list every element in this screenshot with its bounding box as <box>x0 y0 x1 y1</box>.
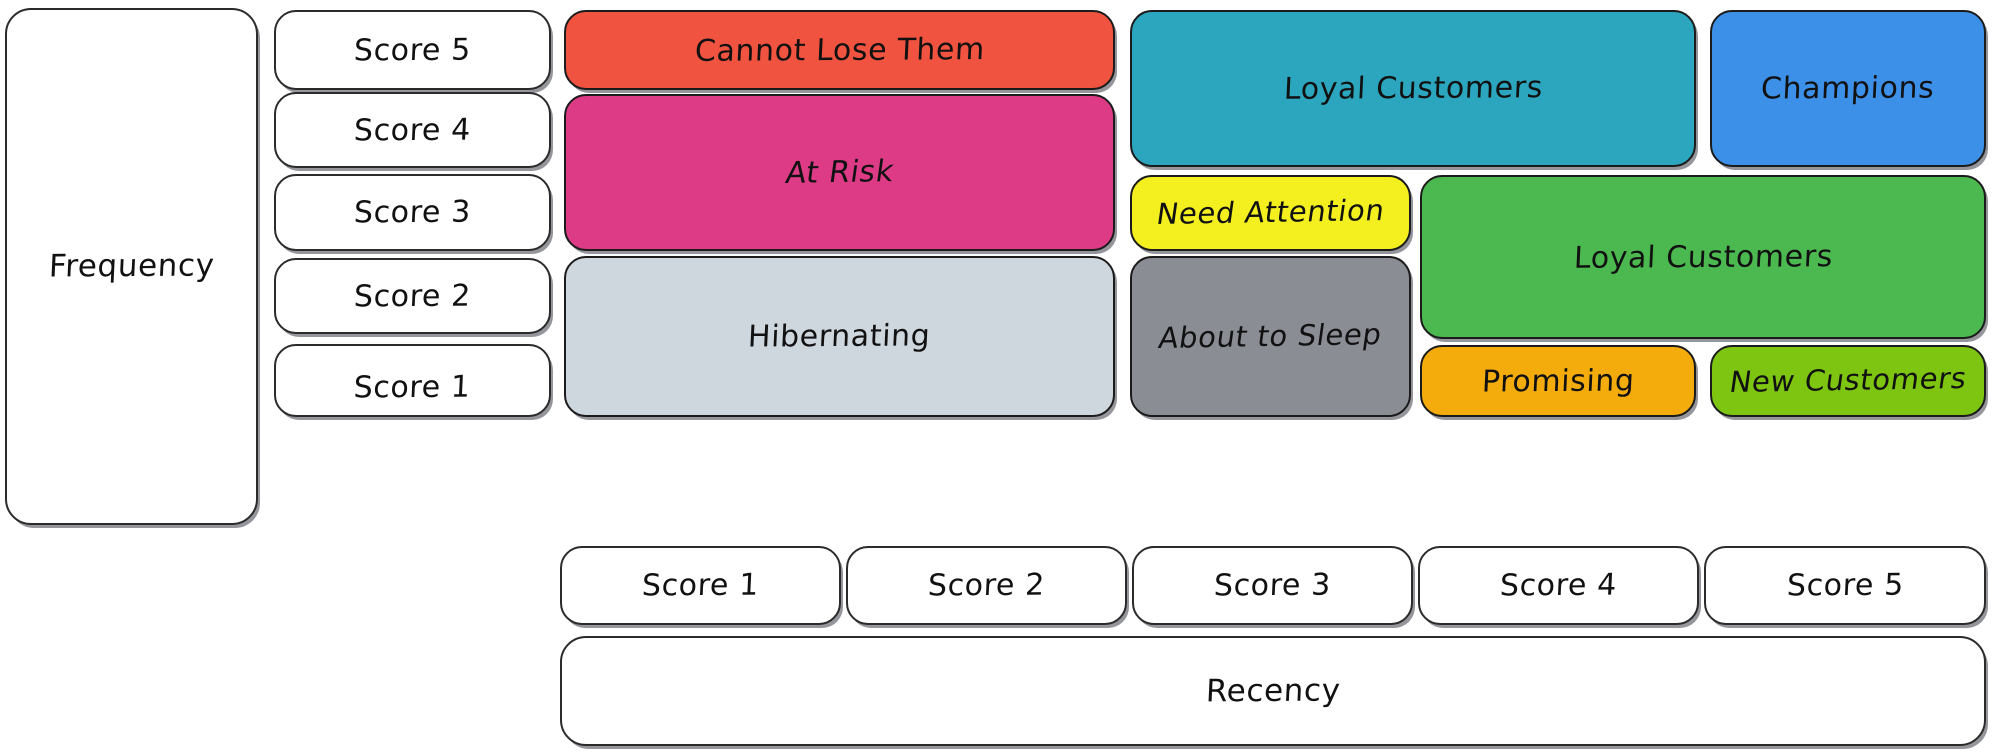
segment-need-attention-label: Need Attention <box>1154 193 1387 232</box>
frequency-score-3-label: Score 3 <box>353 194 472 231</box>
segment-need-attention[interactable]: Need Attention <box>1130 175 1411 251</box>
segment-new-customers[interactable]: New Customers <box>1710 345 1986 417</box>
segment-hibernating-label: Hibernating <box>747 318 932 355</box>
recency-axis-label: Recency <box>1204 672 1342 710</box>
segment-cannot-lose-them[interactable]: Cannot Lose Them <box>564 10 1115 90</box>
recency-axis-label-box: Recency <box>560 636 1986 746</box>
frequency-axis-label-box: Frequency <box>5 8 258 525</box>
frequency-score-2-box[interactable]: Score 2 <box>274 258 551 334</box>
segment-loyal-customers-green[interactable]: Loyal Customers <box>1420 175 1986 339</box>
frequency-score-5-box[interactable]: Score 5 <box>274 10 551 90</box>
frequency-axis-label: Frequency <box>47 247 216 285</box>
frequency-score-1-box[interactable]: Score 1 <box>274 344 551 417</box>
segment-about-to-sleep[interactable]: About to Sleep <box>1130 256 1411 417</box>
recency-score-2-label: Score 2 <box>927 567 1046 604</box>
frequency-score-4-box[interactable]: Score 4 <box>274 92 551 168</box>
recency-score-3-box[interactable]: Score 3 <box>1132 546 1413 625</box>
frequency-score-5-label: Score 5 <box>353 32 472 68</box>
segment-champions[interactable]: Champions <box>1710 10 1986 167</box>
recency-score-2-box[interactable]: Score 2 <box>846 546 1127 625</box>
segment-at-risk[interactable]: At Risk <box>564 94 1115 251</box>
segment-new-customers-label: New Customers <box>1727 360 1969 400</box>
segment-at-risk-label: At Risk <box>783 154 896 191</box>
recency-score-5-label: Score 5 <box>1785 567 1905 604</box>
segment-promising-label: Promising <box>1480 363 1636 399</box>
segment-champions-label: Champions <box>1760 70 1936 107</box>
segment-hibernating[interactable]: Hibernating <box>564 256 1115 417</box>
recency-score-4-label: Score 4 <box>1499 567 1618 604</box>
frequency-score-3-box[interactable]: Score 3 <box>274 174 551 251</box>
segment-loyal-customers-teal[interactable]: Loyal Customers <box>1130 10 1696 167</box>
segment-loyal-customers-teal-label: Loyal Customers <box>1282 70 1544 107</box>
frequency-score-1-label: Score 1 <box>352 369 472 406</box>
segment-promising[interactable]: Promising <box>1420 345 1696 417</box>
frequency-score-2-label: Score 2 <box>353 278 472 314</box>
recency-score-1-label: Score 1 <box>641 567 760 604</box>
recency-score-4-box[interactable]: Score 4 <box>1418 546 1699 625</box>
segment-about-to-sleep-label: About to Sleep <box>1156 316 1385 355</box>
recency-score-5-box[interactable]: Score 5 <box>1704 546 1986 625</box>
segment-cannot-lose-them-label: Cannot Lose Them <box>693 31 986 69</box>
recency-score-3-label: Score 3 <box>1213 567 1332 604</box>
frequency-score-4-label: Score 4 <box>353 112 472 148</box>
segment-loyal-customers-green-label: Loyal Customers <box>1572 238 1834 276</box>
recency-score-1-box[interactable]: Score 1 <box>560 546 841 625</box>
